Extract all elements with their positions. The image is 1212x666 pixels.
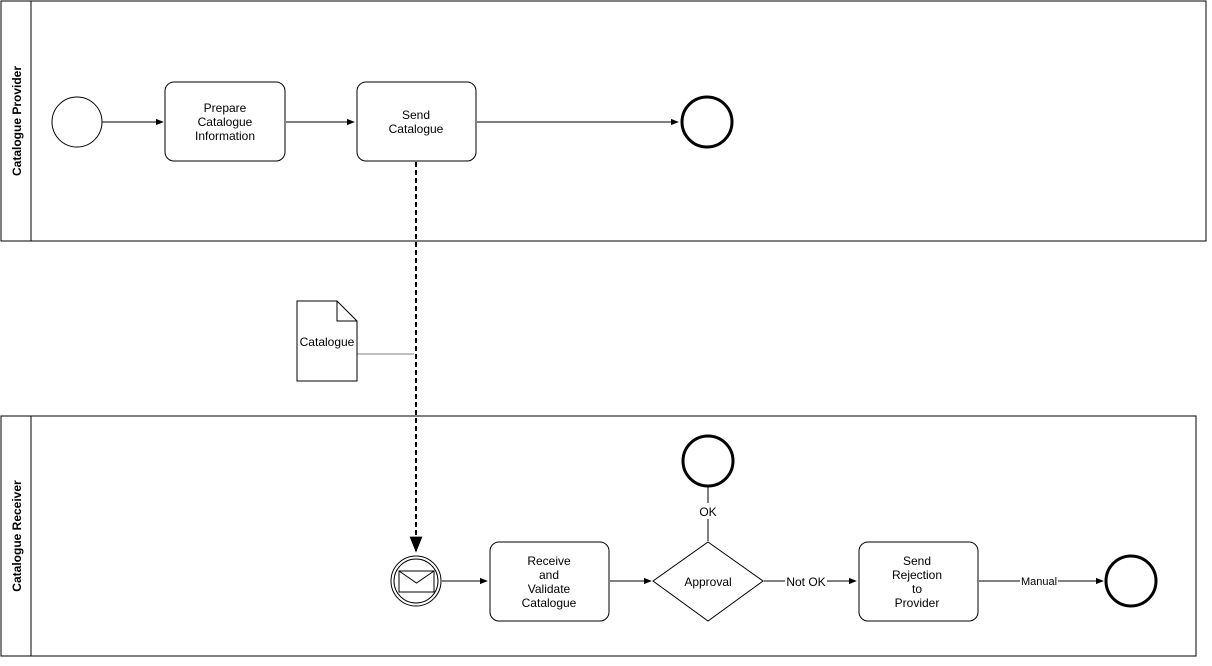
pool-title-provider: Catalogue Provider	[10, 66, 24, 176]
task-label-line: Catalogue	[389, 122, 444, 136]
task-label-line: Catalogue	[198, 115, 253, 129]
edge-label-manual: Manual	[1021, 576, 1057, 588]
task-label-line: Prepare	[204, 101, 247, 115]
task-send-rejection[interactable]: Send Rejection to Provider	[858, 541, 979, 622]
end-event-approved[interactable]	[681, 434, 735, 488]
task-label-line: Catalogue	[522, 596, 577, 610]
data-object-catalogue[interactable]: Catalogue	[296, 300, 358, 382]
task-label-line: Send	[402, 108, 430, 122]
task-label-line: Rejection	[892, 568, 942, 582]
pool-title-receiver: Catalogue Receiver	[10, 480, 24, 592]
task-label-line: Validate	[528, 582, 571, 596]
edge-label-ok: OK	[699, 505, 716, 519]
gateway-label: Approval	[684, 575, 731, 589]
task-label-line: Receive	[527, 554, 571, 568]
task-prepare-catalogue-information[interactable]: Prepare Catalogue Information	[164, 81, 286, 162]
data-object-label: Catalogue	[300, 335, 355, 349]
message-start-event[interactable]	[390, 555, 442, 607]
envelope-icon	[398, 570, 435, 593]
task-label-line: Send	[903, 554, 931, 568]
end-event-rejected[interactable]	[1104, 554, 1158, 608]
task-send-catalogue[interactable]: Send Catalogue	[356, 81, 477, 162]
gateway-approval[interactable]: Approval	[652, 541, 764, 622]
task-label-line: to	[912, 582, 922, 596]
task-label-line: Information	[195, 129, 255, 143]
task-label-line: and	[539, 568, 559, 582]
start-event-provider[interactable]	[51, 96, 103, 148]
edge-label-not-ok: Not OK	[786, 575, 825, 589]
end-event-provider[interactable]	[680, 95, 734, 149]
task-label-line: Provider	[895, 596, 940, 610]
task-receive-validate-catalogue[interactable]: Receive and Validate Catalogue	[489, 541, 610, 622]
